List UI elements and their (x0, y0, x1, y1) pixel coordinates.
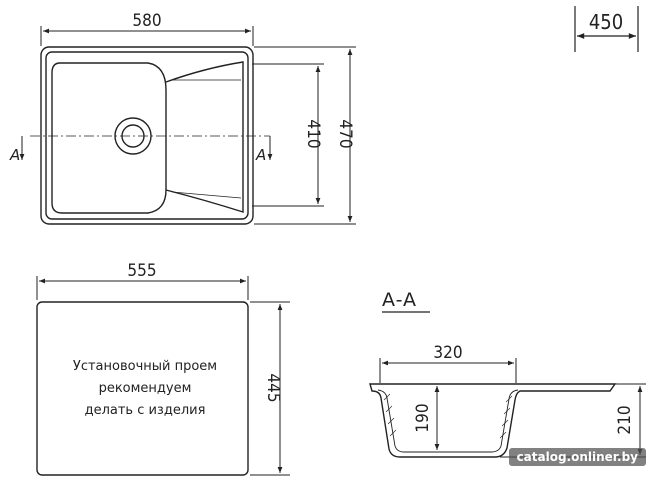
dimension-555 (36, 276, 249, 300)
dimension-210-label: 210 (615, 405, 635, 434)
cutout-note-line-1: Установочный проем (73, 359, 217, 374)
cabinet-badge (574, 6, 639, 52)
dimension-410-470 (252, 46, 356, 225)
cutout-note-line-2: рекомендуем (99, 381, 192, 396)
dimension-555-label: 555 (127, 261, 156, 281)
dimension-320-label: 320 (433, 343, 462, 363)
section-hatch (383, 393, 513, 439)
section-marker-right-label: A (255, 146, 266, 164)
dimension-320 (379, 358, 517, 383)
dimension-445 (250, 301, 290, 476)
dimension-580 (40, 26, 254, 46)
dimension-445-label: 445 (263, 373, 283, 402)
section-title: A-A (382, 289, 417, 311)
dimension-190-label: 190 (413, 403, 433, 432)
watermark: catalog.onliner.by (508, 448, 646, 466)
sink-inner-rim (45, 51, 249, 220)
top-view (30, 46, 270, 225)
sink-drainboard (165, 61, 244, 213)
section-marker-left-label: A (9, 146, 20, 164)
cutout-outline (36, 301, 249, 476)
cabinet-badge-label: 450 (589, 10, 623, 34)
sink-outer-rim (40, 46, 254, 225)
sink-bowl (51, 62, 167, 214)
section-profile (369, 383, 617, 458)
cutout-note-line-3: делать с изделия (85, 403, 206, 418)
dimension-580-label: 580 (132, 11, 161, 31)
dimension-410-label: 410 (303, 119, 323, 148)
dimension-470-label: 470 (335, 119, 355, 148)
